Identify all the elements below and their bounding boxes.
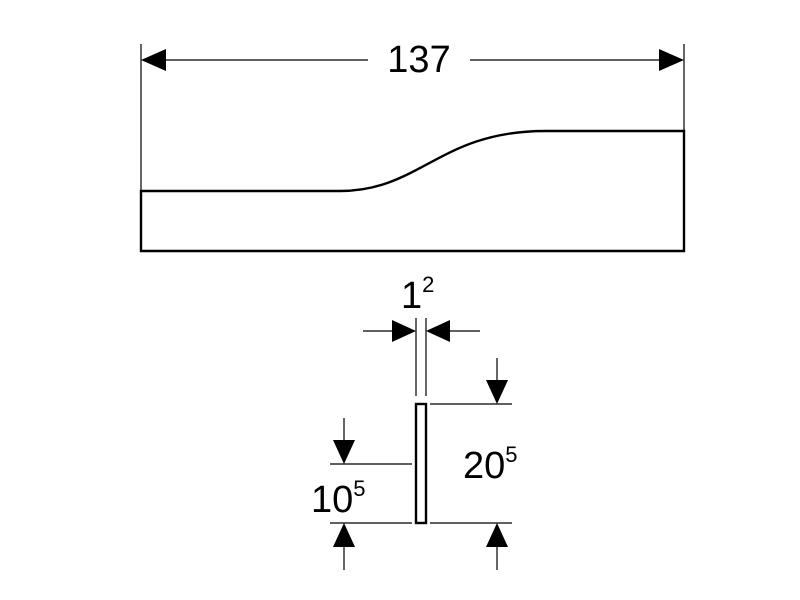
top-view: 137	[139, 39, 686, 253]
arrowhead-thickness-left	[392, 320, 416, 342]
arrowhead-right	[659, 49, 684, 71]
arrowhead-lower-bottom	[333, 523, 355, 547]
arrowhead-lower-top	[333, 440, 355, 464]
arrowhead-height-bottom	[486, 523, 508, 547]
dimension-label-lower-height: 105	[311, 476, 366, 521]
plate-outline	[139, 129, 686, 253]
plate-profile	[414, 402, 428, 525]
side-view: 12 205 105	[311, 272, 518, 570]
dimension-label-total-height: 205	[463, 442, 518, 487]
arrowhead-height-top	[486, 380, 508, 404]
dimension-label-width: 137	[387, 39, 450, 81]
dimension-label-thickness: 12	[401, 272, 434, 317]
arrowhead-left	[141, 49, 166, 71]
arrowhead-thickness-right	[426, 320, 450, 342]
